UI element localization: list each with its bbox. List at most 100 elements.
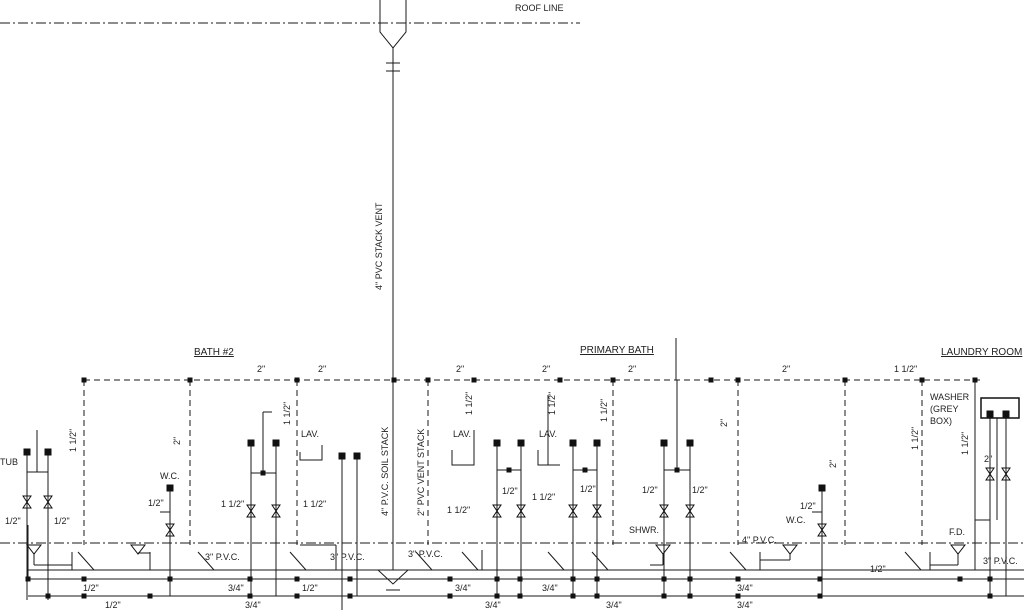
tub-label: TUB	[0, 457, 18, 467]
fixture-marks	[22, 377, 1020, 599]
pipe-node-dot	[517, 593, 523, 599]
shutoff-valve-icon	[271, 504, 281, 518]
pipe-node-dot	[735, 377, 741, 383]
pipe-node-dot	[425, 377, 431, 383]
washer-drain	[975, 519, 991, 535]
shutoff-valve-icon	[985, 467, 995, 481]
tub-cap	[44, 448, 52, 456]
pipe-node-dot	[661, 576, 667, 582]
pipe-size-label: 1/2"	[5, 516, 21, 526]
pipe-size-label: 2"	[456, 364, 464, 374]
roof-line-label: ROOF LINE	[515, 3, 564, 13]
pipe-size-label: 3/4"	[228, 583, 244, 593]
pipe-size-label: 1/2"	[692, 485, 708, 495]
cap	[353, 452, 361, 460]
pipe-node-dot	[570, 576, 576, 582]
drain-sweep	[729, 551, 747, 571]
soil-stack-label: 4" P.V.C. SOIL STACK	[380, 427, 390, 516]
pipe-node-dot	[687, 593, 693, 599]
drain-sweep	[197, 551, 215, 571]
pipe-node-dot	[247, 593, 253, 599]
shutoff-valve-icon	[516, 504, 526, 518]
pipe-size-label: 3/4"	[485, 600, 501, 610]
washer-cap	[986, 410, 994, 418]
pipe-node-dot	[447, 593, 453, 599]
pipe-size-label: 1 1/2"	[599, 399, 609, 422]
wc-cap	[166, 484, 174, 492]
lav-cap	[569, 439, 577, 447]
lav-drain	[299, 445, 323, 461]
pipe-node-dot	[957, 576, 963, 582]
pipe-node-dot	[557, 377, 563, 383]
shutoff-valve-icon	[685, 504, 695, 518]
pipe-size-label: 3/4"	[737, 600, 753, 610]
drain-trap-icon	[949, 544, 967, 555]
pipe-node-dot	[735, 593, 741, 599]
pipe-node-dot	[81, 377, 87, 383]
pipe-material-label: 3" P.V.C.	[408, 549, 443, 559]
pipe-node-dot	[517, 576, 523, 582]
vent-stack-label: 2" PVC VENT STACK	[416, 429, 426, 516]
pipe-node-dot	[347, 576, 353, 582]
pipe-node-dot	[494, 593, 500, 599]
pipe-material-label: 4" P.V.C.	[742, 535, 777, 545]
stack-vent-label: 4" PVC STACK VENT	[374, 202, 384, 290]
pipe-node-dot	[260, 470, 266, 476]
shutoff-valve-icon	[592, 504, 602, 518]
pipe-node-dot	[347, 593, 353, 599]
lav-cap	[493, 439, 501, 447]
pipe-size-label: 1 1/2"	[960, 432, 970, 455]
pipe-size-label: 1/2"	[870, 564, 886, 574]
pipe-node-dot	[45, 593, 51, 599]
pipe-node-dot	[610, 377, 616, 383]
lav-drain	[451, 430, 475, 466]
soil-stack-wye	[377, 569, 409, 585]
pipe-size-label: 1 1/2"	[547, 392, 557, 415]
shutoff-valve-icon	[165, 523, 175, 537]
pipe-node-dot	[735, 576, 741, 582]
shutoff-valve-icon	[817, 523, 827, 537]
washer-box-icon	[980, 397, 1020, 419]
washer-label: (GREY	[930, 404, 959, 414]
pipe-size-label: 2"	[628, 364, 636, 374]
pipe-size-label: 1 1/2"	[221, 499, 244, 509]
lav-cap	[247, 439, 255, 447]
shower-cap	[660, 439, 668, 447]
pipe-material-label: 3" P.V.C.	[330, 552, 365, 562]
lav-cap	[272, 439, 280, 447]
lav-label: LAV.	[453, 429, 471, 439]
pipe-size-label: 1/2"	[302, 583, 318, 593]
drain-trap-icon	[781, 544, 799, 555]
pipe-size-label: 1 1/2"	[464, 392, 474, 415]
drain-sweep	[547, 551, 565, 571]
pipe-size-label: 1/2"	[54, 516, 70, 526]
lav-cap	[517, 439, 525, 447]
shutoff-valve-icon	[659, 504, 669, 518]
increaser-label: INCREASER	[8, 0, 61, 2]
pipe-node-dot	[447, 576, 453, 582]
pipe-size-label: 1/2"	[580, 484, 596, 494]
tub-cap	[23, 448, 31, 456]
pipe-size-label: 2"	[782, 364, 790, 374]
pipe-node-dot	[471, 377, 477, 383]
drain-sweep	[289, 551, 307, 571]
pipe-size-label: 2"	[828, 460, 838, 468]
floor-drain-label: F.D.	[949, 527, 965, 537]
washer-cap	[1002, 410, 1010, 418]
pipe-size-label: 1 1/2"	[532, 492, 555, 502]
pipe-size-label: 2"	[257, 364, 265, 374]
pipe-node-dot	[294, 593, 300, 599]
shutoff-valve-icon	[1001, 467, 1011, 481]
pipe-node-dot	[187, 377, 193, 383]
shower-label: SHWR.	[629, 525, 659, 535]
pipe-size-label: 2"	[172, 437, 182, 445]
pipe-node-dot	[247, 576, 253, 582]
lav-label: LAV.	[301, 429, 319, 439]
pipe-material-label: 3" P.V.C.	[983, 556, 1018, 566]
pipe-node-dot	[294, 377, 300, 383]
shower-cap	[686, 439, 694, 447]
shutoff-valve-icon	[43, 495, 53, 509]
pipe-size-label: 3/4"	[737, 583, 753, 593]
